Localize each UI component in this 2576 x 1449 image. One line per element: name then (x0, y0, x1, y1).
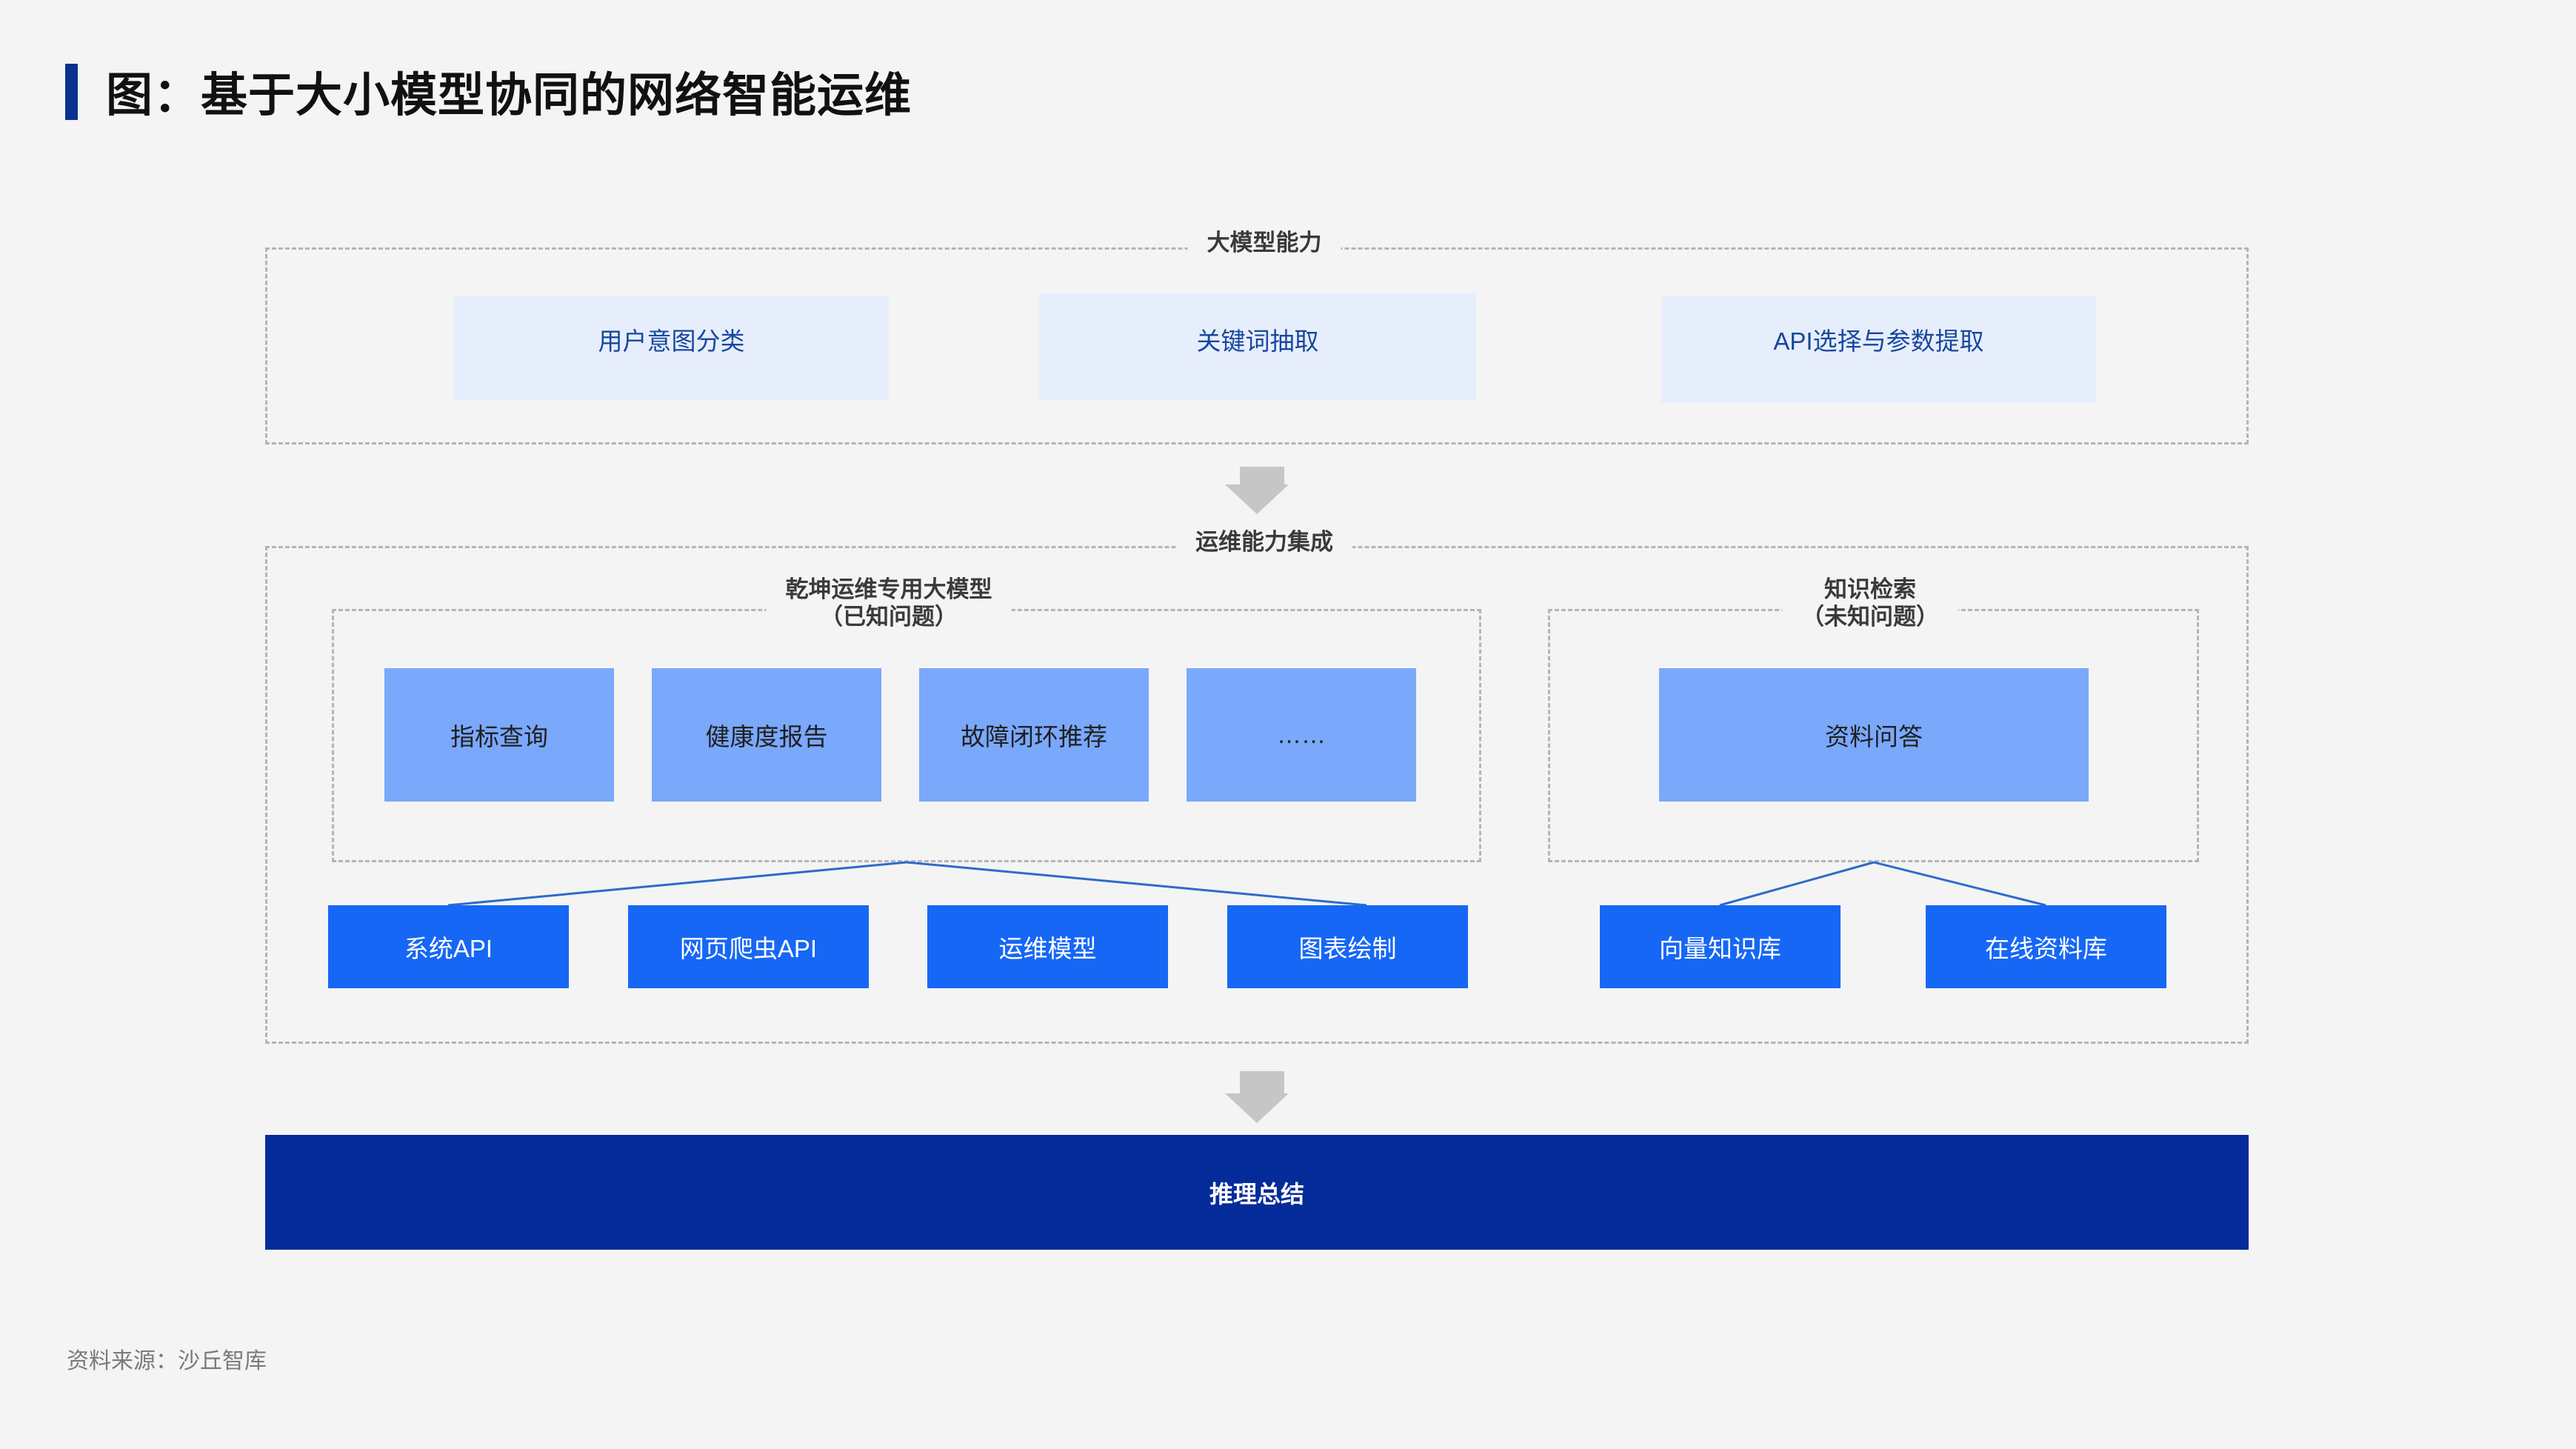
tool-chart-drawing[interactable]: 图表绘制 (1227, 905, 1468, 988)
model-item-ellipsis: …… (1187, 668, 1416, 802)
tool-ops-model[interactable]: 运维模型 (927, 905, 1168, 988)
group-knowledge-retrieval-label: 知识检索 （未知问题） (1782, 576, 1958, 631)
tool-system-api[interactable]: 系统API (328, 905, 569, 988)
section-ops-integration-label: 运维能力集成 (1176, 529, 1352, 556)
group-qiankun-ops-model-label-line2: （已知问题） (820, 603, 958, 630)
page-title-text: 图：基于大小模型协同的网络智能运维 (106, 70, 912, 121)
llm-item-keyword-extraction[interactable]: 关键词抽取 (1039, 301, 1476, 378)
summary-bar[interactable]: 推理总结 (265, 1135, 2249, 1250)
llm-item-api-selection-param-extraction[interactable]: API选择与参数提取 (1661, 301, 2096, 378)
tool-online-document-base[interactable]: 在线资料库 (1926, 905, 2166, 988)
tool-vector-knowledge-base[interactable]: 向量知识库 (1600, 905, 1841, 988)
arrow-down-icon-1-head (1225, 484, 1289, 514)
arrow-down-icon-2-shaft (1240, 1071, 1284, 1095)
model-item-metric-query[interactable]: 指标查询 (384, 668, 614, 802)
tool-web-crawler-api[interactable]: 网页爬虫API (628, 905, 869, 988)
section-llm-capability-label: 大模型能力 (1187, 230, 1341, 257)
knowledge-item-document-qa[interactable]: 资料问答 (1659, 668, 2089, 802)
title-accent-bar (65, 63, 78, 120)
arrow-down-icon-1-shaft (1240, 467, 1284, 486)
model-item-health-report[interactable]: 健康度报告 (652, 668, 881, 802)
llm-item-user-intent-classification[interactable]: 用户意图分类 (454, 301, 889, 378)
group-qiankun-ops-model-label-line1: 乾坤运维专用大模型 (785, 576, 992, 602)
group-knowledge-retrieval-label-line2: （未知问题） (1801, 603, 1939, 630)
source-footer: 资料来源：沙丘智库 (67, 1349, 267, 1373)
page-title: 图：基于大小模型协同的网络智能运维 (65, 58, 912, 125)
group-knowledge-retrieval-label-line1: 知识检索 (1824, 576, 1916, 602)
group-qiankun-ops-model-label: 乾坤运维专用大模型 （已知问题） (766, 576, 1012, 631)
model-item-fault-closed-loop-recommendation[interactable]: 故障闭环推荐 (919, 668, 1149, 802)
arrow-down-icon-2-head (1225, 1093, 1289, 1123)
